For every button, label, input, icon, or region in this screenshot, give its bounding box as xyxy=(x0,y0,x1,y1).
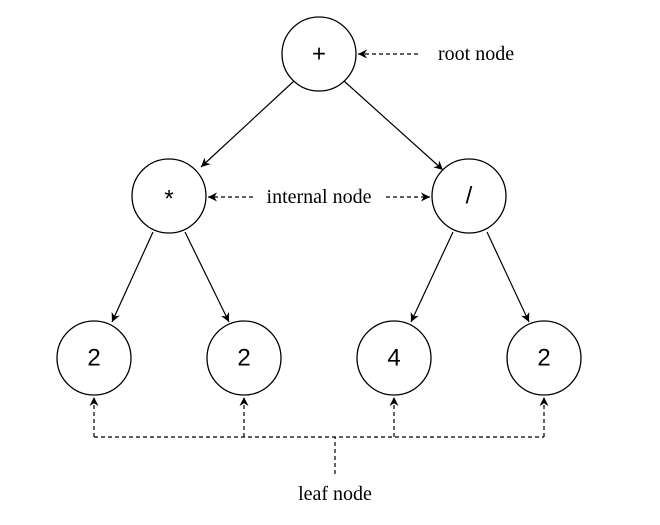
leaf-node-4-label: 2 xyxy=(537,345,550,372)
leaf-node-1-label: 2 xyxy=(87,345,100,372)
internal-node-multiply-label: * xyxy=(164,186,173,213)
internal-node-divide: / xyxy=(431,158,507,234)
leaf-node-2: 2 xyxy=(206,320,282,396)
leaf-node-3-label: 4 xyxy=(387,345,400,372)
internal-node-multiply: * xyxy=(131,158,207,234)
edge-divide-to-leaf-4 xyxy=(486,231,530,323)
root-node: + xyxy=(281,16,357,92)
edge-root-to-divide xyxy=(343,80,444,171)
internal-annotation-label: internal node xyxy=(267,186,372,208)
edge-multiply-to-leaf-2 xyxy=(184,231,230,323)
edge-root-to-multiply xyxy=(200,80,295,168)
leaf-annotation-label: leaf node xyxy=(298,483,372,505)
leaf-node-3: 4 xyxy=(356,320,432,396)
edge-divide-to-leaf-3 xyxy=(410,231,454,323)
edge-multiply-to-leaf-1 xyxy=(111,231,154,323)
leaf-node-2-label: 2 xyxy=(237,345,250,372)
root-annotation-label: root node xyxy=(438,43,514,65)
internal-node-divide-label: / xyxy=(466,183,473,210)
root-node-label: + xyxy=(312,41,326,68)
leaf-node-1: 2 xyxy=(56,320,132,396)
leaf-node-4: 2 xyxy=(506,320,582,396)
